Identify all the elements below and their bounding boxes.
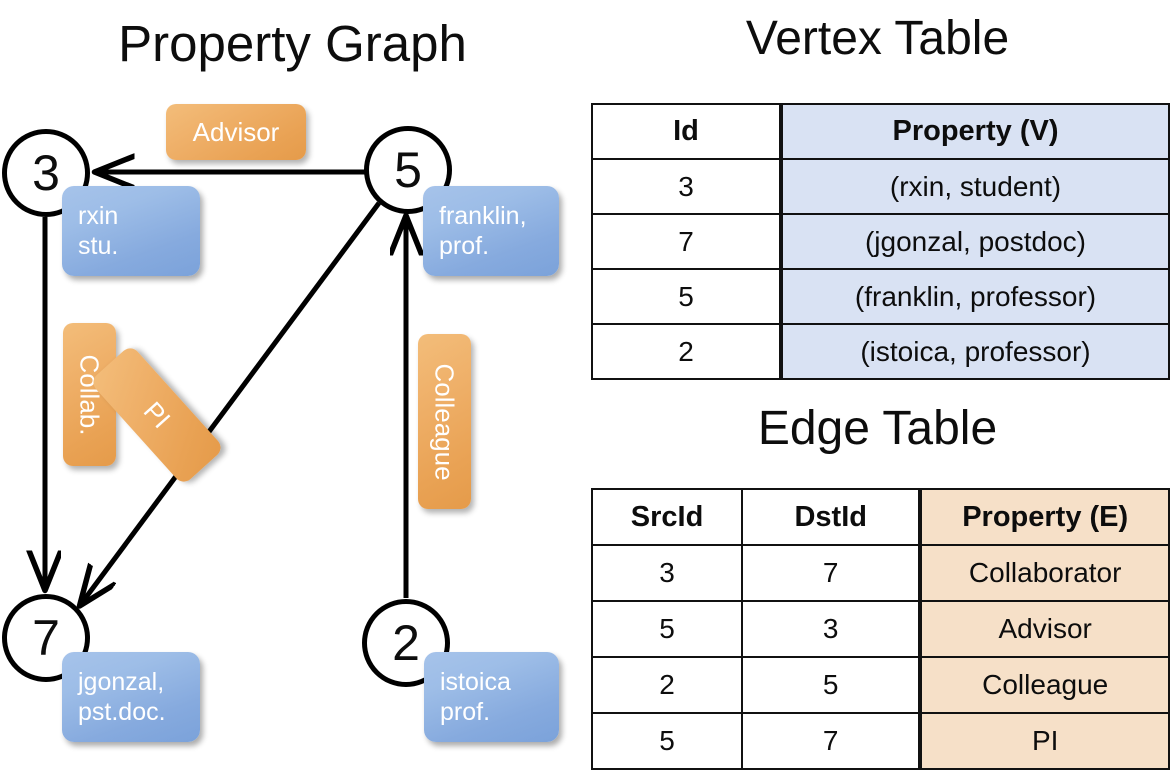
node-property-callout-istoica: istoica prof. [424,652,559,742]
edge-header-property: Property (E) [918,488,1170,546]
vertex-cell-property: (istoica, professor) [779,323,1170,380]
table-row[interactable]: 3 (rxin, student) [591,158,1170,215]
table-row[interactable]: 3 7 Collaborator [590,544,1170,602]
callout-line-1: jgonzal, [78,668,165,696]
graph-node-5[interactable]: 5 [364,126,452,214]
edge-cell-srcid: 2 [590,656,744,714]
graph-node-2[interactable]: 2 [362,599,450,687]
callout-line-1: franklin, [439,202,527,230]
table-row[interactable]: 5 3 Advisor [590,600,1170,658]
edge-cell-srcid: 5 [590,600,744,658]
table-row[interactable]: 2 5 Colleague [590,656,1170,714]
edge-cell-dstid: 7 [741,544,923,602]
edge-label-pi-text: PI [137,395,177,435]
edge-cell-property: Colleague [918,656,1170,714]
table-row[interactable]: 7 (jgonzal, postdoc) [591,213,1170,270]
vertex-table: Id Property (V) 3 (rxin, student) 7 (jgo… [591,103,1170,380]
page-title-property-graph: Property Graph [118,15,467,72]
graph-node-2-label: 2 [392,615,420,671]
graph-node-5-label: 5 [394,142,422,198]
table-row[interactable]: 2 (istoica, professor) [591,323,1170,380]
vertex-header-id: Id [591,103,783,160]
node-property-callout-franklin: franklin, prof. [423,186,559,276]
vertex-header-property: Property (V) [779,103,1170,160]
edge-cell-dstid: 3 [741,600,923,658]
graph-node-7-label: 7 [32,610,60,666]
edge-cell-dstid: 7 [741,712,923,770]
graph-edges-layer [0,0,585,760]
edge-5-to-7 [81,201,382,604]
edge-header-dstid: DstId [741,488,923,546]
node-property-callout-jgonzal: jgonzal, pst.doc. [62,652,200,742]
graph-node-3-label: 3 [32,145,60,201]
edge-cell-property: Collaborator [918,544,1170,602]
table-header-row: SrcId DstId Property (E) [590,488,1170,546]
vertex-cell-id: 5 [591,268,783,325]
edge-cell-property: PI [918,712,1170,770]
callout-line-1: istoica [440,668,511,696]
page-title-vertex-table: Vertex Table [745,12,1010,65]
edge-cell-dstid: 5 [741,656,923,714]
edge-label-advisor-text: Advisor [192,117,280,147]
vertex-cell-property: (rxin, student) [779,158,1170,215]
vertex-cell-id: 2 [591,323,783,380]
vertex-cell-property: (franklin, professor) [779,268,1170,325]
callout-line-1: rxin [78,202,119,230]
edge-header-srcid: SrcId [590,488,744,546]
edge-label-advisor: Advisor [166,104,306,160]
callout-line-2: pst.doc. [78,698,166,726]
edge-table: SrcId DstId Property (E) 3 7 Collaborato… [590,488,1170,770]
edge-label-colleague: Colleague [418,334,471,509]
table-row[interactable]: 5 7 PI [590,712,1170,770]
callout-line-2: stu. [78,232,119,260]
edge-label-collab-text: Collab. [74,354,105,435]
callout-line-2: prof. [439,232,490,260]
vertex-cell-id: 7 [591,213,783,270]
callout-line-2: prof. [440,698,491,726]
table-header-row: Id Property (V) [591,103,1170,160]
edge-label-colleague-text: Colleague [429,362,460,481]
vertex-cell-property: (jgonzal, postdoc) [779,213,1170,270]
edge-cell-property: Advisor [918,600,1170,658]
table-row[interactable]: 5 (franklin, professor) [591,268,1170,325]
page-title-edge-table: Edge Table [757,402,998,455]
edge-cell-srcid: 5 [590,712,744,770]
node-property-callout-rxin: rxin stu. [62,186,200,276]
vertex-cell-id: 3 [591,158,783,215]
edge-cell-srcid: 3 [590,544,744,602]
